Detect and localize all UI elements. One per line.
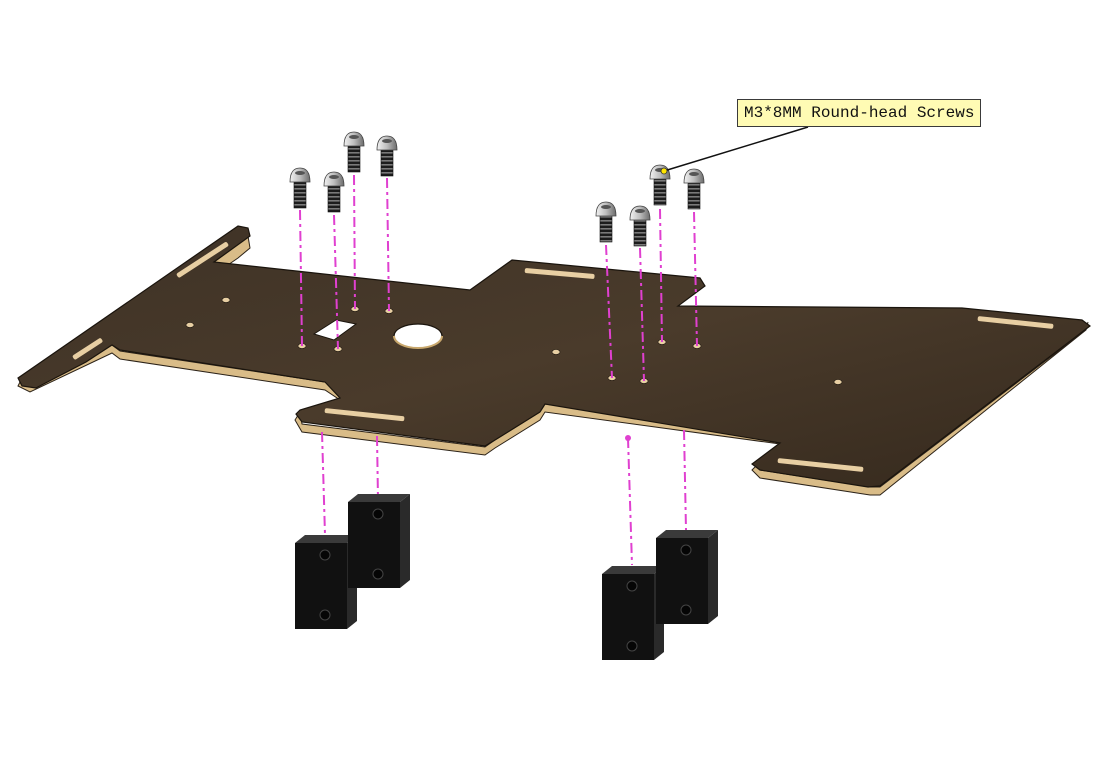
screw — [376, 135, 398, 177]
guide-lines-blocks — [321, 429, 687, 566]
screw — [683, 168, 705, 210]
spacer-block — [602, 566, 664, 660]
slot — [176, 242, 229, 278]
spacer-block — [656, 530, 718, 624]
slot — [324, 408, 405, 422]
screw — [595, 201, 617, 243]
plate-top — [17, 225, 1091, 488]
callout-dot — [660, 167, 668, 175]
screw — [629, 205, 651, 247]
spacer-block — [295, 535, 357, 629]
slot — [524, 268, 595, 279]
screw — [289, 167, 311, 209]
spacer-block — [348, 494, 410, 588]
block-group — [295, 494, 718, 660]
screw — [323, 171, 345, 213]
base-plate — [17, 225, 1091, 496]
screw — [343, 131, 365, 173]
rect-cutout — [312, 319, 358, 341]
guide-lines-screws — [299, 174, 698, 382]
plate-edge — [17, 227, 1089, 496]
slot — [72, 338, 103, 360]
slot — [977, 316, 1054, 329]
callout-leader — [663, 126, 809, 172]
slot — [777, 458, 864, 472]
callout-label: M3*8MM Round-head Screws — [737, 99, 982, 127]
screw-group — [289, 131, 705, 247]
